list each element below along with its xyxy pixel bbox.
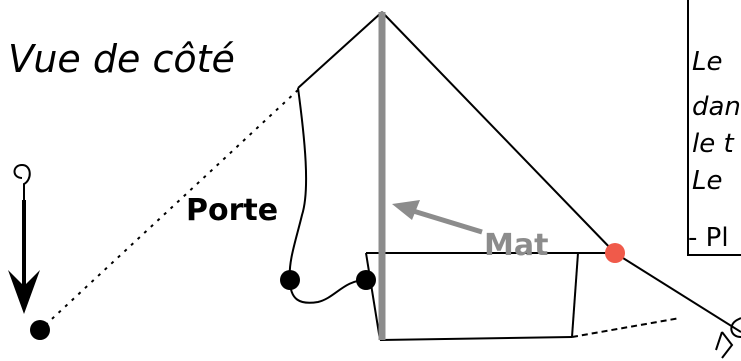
door-bottom-curve: [289, 279, 367, 304]
label-mat: Mat: [484, 228, 548, 263]
sail-right-edge: [381, 11, 616, 254]
note-list-item: - Pl: [688, 223, 729, 253]
down-arrow-icon: [8, 270, 40, 314]
door-curve: [288, 87, 308, 281]
rope-right: [614, 252, 741, 333]
diagram-title: Vue de côté: [8, 37, 235, 81]
dashed-hull-extension: [571, 317, 681, 338]
sail-structure: [288, 11, 741, 341]
note-line-1: Le: [692, 47, 722, 77]
hook-left-icon: [13, 163, 31, 200]
sail-left-edge: [297, 11, 383, 89]
hull-bottom-line: [379, 336, 573, 341]
hook-arrow: [8, 163, 40, 314]
label-porte: Porte: [186, 193, 278, 228]
mast-arrow-shaft: [409, 207, 483, 235]
hull-left-line: [365, 252, 381, 341]
note-line-3: le t: [692, 129, 734, 159]
hull-right-line: [571, 252, 579, 338]
note-box: Le dan le t Le - Pl: [687, 0, 741, 256]
mast-base-point: [356, 270, 376, 290]
sail-corner-point: [605, 243, 625, 263]
note-box-border: [687, 0, 741, 256]
door-hinge-point: [280, 270, 300, 290]
note-line-4: Le: [692, 166, 722, 196]
mast-arrow-head: [392, 200, 420, 220]
mast-arrow: [392, 200, 483, 235]
anchor-point: [30, 320, 50, 340]
note-line-2: dan: [692, 92, 741, 122]
hook-right-shape: [715, 331, 734, 359]
